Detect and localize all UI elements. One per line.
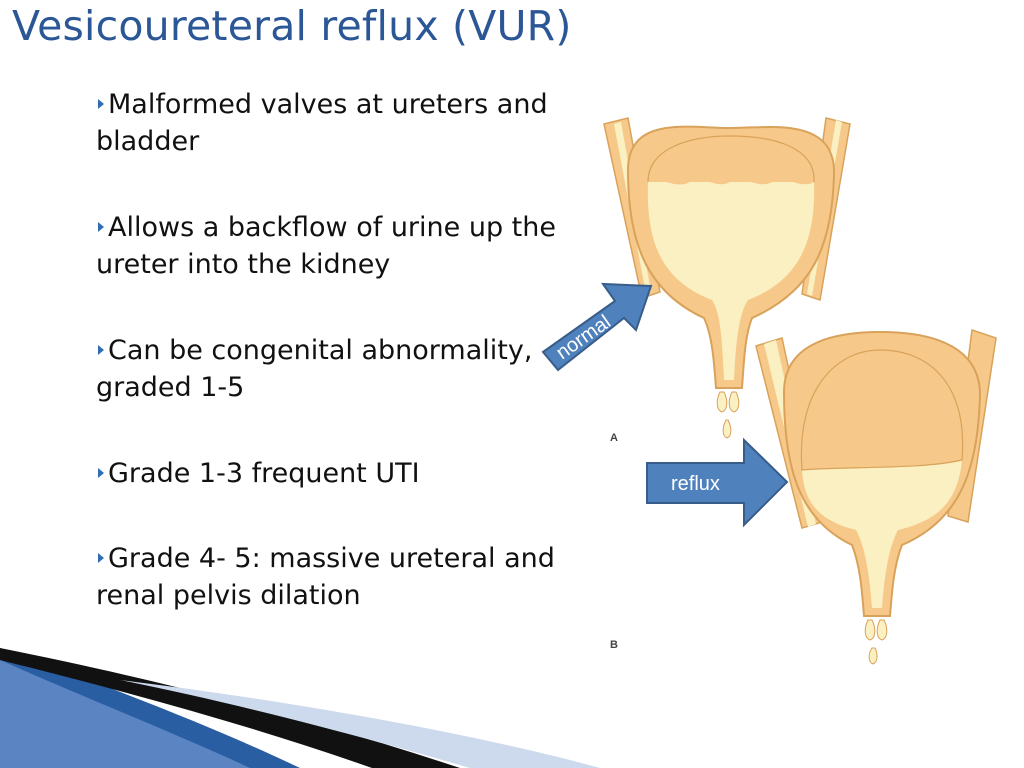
bullet-list: Malformed valves at ureters and bladder … [96, 86, 596, 614]
bullet-item: Malformed valves at ureters and bladder [96, 86, 596, 160]
bullet-text: Can be congenital abnormality, graded 1-… [96, 335, 533, 403]
reflux-arrow-label: reflux [671, 473, 720, 495]
normal-arrow: normal [541, 282, 653, 372]
triangle-bullet-icon [98, 467, 104, 478]
slide-title: Vesicoureteral reflux (VUR) [12, 2, 572, 50]
panel-a-label: A [610, 432, 618, 444]
bullet-text: Allows a backflow of urine up the ureter… [96, 212, 556, 280]
bullet-item: Grade 1-3 frequent UTI [96, 455, 596, 492]
triangle-bullet-icon [98, 344, 104, 355]
normal-arrow-label: normal [552, 311, 615, 364]
footer-swoosh [0, 648, 600, 768]
bullet-text: Grade 1-3 frequent UTI [108, 458, 420, 489]
bullet-text: Malformed valves at ureters and bladder [96, 89, 548, 157]
bullet-item: Can be congenital abnormality, graded 1-… [96, 332, 596, 406]
triangle-bullet-icon [98, 552, 104, 563]
bullet-text: Grade 4- 5: massive ureteral and renal p… [96, 543, 555, 611]
bladder-b-illustration [755, 329, 997, 665]
panel-b-label: B [610, 639, 618, 651]
reflux-arrow: reflux [646, 437, 789, 528]
triangle-bullet-icon [98, 98, 104, 109]
bullet-item: Grade 4- 5: massive ureteral and renal p… [96, 540, 596, 614]
bladder-a-illustration [603, 117, 851, 439]
bullet-item: Allows a backflow of urine up the ureter… [96, 209, 596, 283]
triangle-bullet-icon [98, 221, 104, 232]
